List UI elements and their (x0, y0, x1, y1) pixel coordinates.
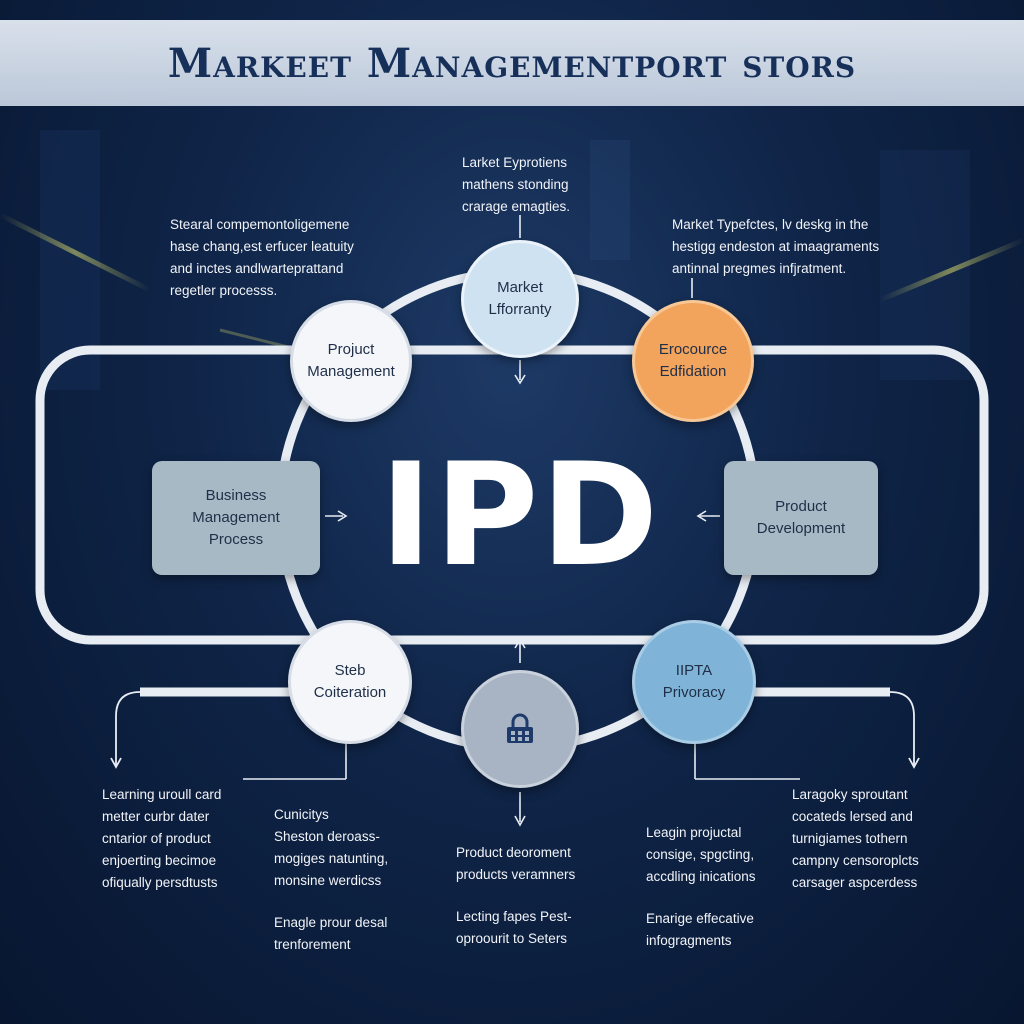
node-privacy-line1: IIPTA (675, 662, 713, 679)
note-line: Enagle prour desal (274, 915, 388, 930)
node-steb-line2: Coiteration (313, 684, 387, 701)
node-project-management[interactable]: Projuct Management (290, 300, 412, 422)
note-line: ofiqually persdtusts (102, 875, 218, 890)
box-business-management[interactable]: Business Management Process (152, 461, 320, 575)
note-line: campny censoroplcts (792, 853, 919, 868)
note-top-right: Market Typefctes, lv deskg in the hestig… (672, 214, 922, 280)
box-product-line2: Development (756, 520, 846, 537)
box-product-development[interactable]: Product Development (724, 461, 878, 575)
box-business-line2: Management (192, 509, 280, 526)
note-line: Sheston deroass- (274, 829, 380, 844)
note-bottom-left: Cunicitys Sheston deroass- mogiges natun… (274, 804, 444, 956)
note-line: monsine werdicss (274, 873, 382, 888)
note-bottom-right: Leagin projuctal consige, spgcting, accd… (646, 822, 796, 952)
note-line: metter curbr dater (102, 809, 210, 824)
node-market-line1: Market (497, 279, 543, 296)
note-bottom-far-right: Laragoky sproutant cocateds lersed and t… (792, 784, 962, 894)
note-bottom-far-left: Learning uroull card metter curbr dater … (102, 784, 272, 894)
center-label: IPD (379, 432, 661, 598)
note-line: Product deoroment (456, 845, 571, 860)
note-line: turnigiames tothern (792, 831, 908, 846)
note-line: products veramners (456, 867, 576, 882)
note-line: infogragments (646, 933, 732, 948)
note-line: Lecting fapes Pest- (456, 909, 572, 924)
note-line: hase chang,est erfucer leatuity (170, 239, 354, 254)
note-line: enjoerting becimoe (102, 853, 217, 868)
note-top-left: Stearal compemontoligemene hase chang,es… (170, 214, 410, 302)
note-line: and inctes andlwarteprattand (170, 261, 344, 276)
node-steb-line1: Steb (334, 662, 366, 679)
lock-icon (507, 713, 533, 743)
note-line: cntarior of product (102, 831, 211, 846)
note-line: cocateds lersed and (792, 809, 913, 824)
title-bar: Markeet Managementport stors (0, 20, 1024, 106)
node-lock[interactable] (461, 670, 579, 788)
note-top-center: Larket Eyprotiens mathens stonding crara… (462, 152, 642, 218)
note-line: antinnal pregmes infjratment. (672, 261, 847, 276)
note-line: Cunicitys (274, 807, 329, 822)
note-line: carsager aspcerdess (792, 875, 918, 890)
node-steb[interactable]: Steb Coiteration (288, 620, 412, 744)
node-market[interactable]: Market Lfforranty (461, 240, 579, 358)
node-privacy-line2: Privoracy (662, 684, 726, 701)
note-line: Market Typefctes, lv deskg in the (672, 217, 869, 232)
note-line: trenforement (274, 937, 351, 952)
note-line: oproourit to Seters (456, 931, 568, 946)
note-line: crarage emagties. (462, 199, 571, 214)
note-line: Learning uroull card (102, 787, 222, 802)
node-resource[interactable]: Erocource Edfidation (632, 300, 754, 422)
node-project-line1: Projuct (327, 341, 375, 358)
note-bottom-center: Product deoroment products veramners Lec… (456, 842, 636, 950)
note-line: Stearal compemontoligemene (170, 217, 350, 232)
node-privacy[interactable]: IIPTA Privoracy (632, 620, 756, 744)
note-line: accdling inications (646, 869, 756, 884)
page-title: Markeet Managementport stors (167, 39, 857, 87)
note-line: regetler processs. (170, 283, 278, 298)
node-resource-line1: Erocource (658, 341, 728, 358)
note-line: hestigg endeston at imaagraments (672, 239, 880, 254)
node-project-line2: Management (307, 363, 395, 380)
node-market-line2: Lfforranty (488, 301, 552, 318)
note-line: Laragoky sproutant (792, 787, 908, 802)
note-line: consige, spgcting, (646, 847, 755, 862)
box-product-line1: Product (775, 498, 827, 515)
node-resource-line2: Edfidation (659, 363, 727, 380)
box-business-line1: Business (205, 487, 267, 504)
note-line: Enarige effecative (646, 911, 754, 926)
note-line: Leagin projuctal (646, 825, 742, 840)
note-line: Larket Eyprotiens (462, 155, 568, 170)
box-business-line3: Process (208, 531, 264, 548)
note-line: mathens stonding (462, 177, 569, 192)
note-line: mogiges natunting, (274, 851, 389, 866)
